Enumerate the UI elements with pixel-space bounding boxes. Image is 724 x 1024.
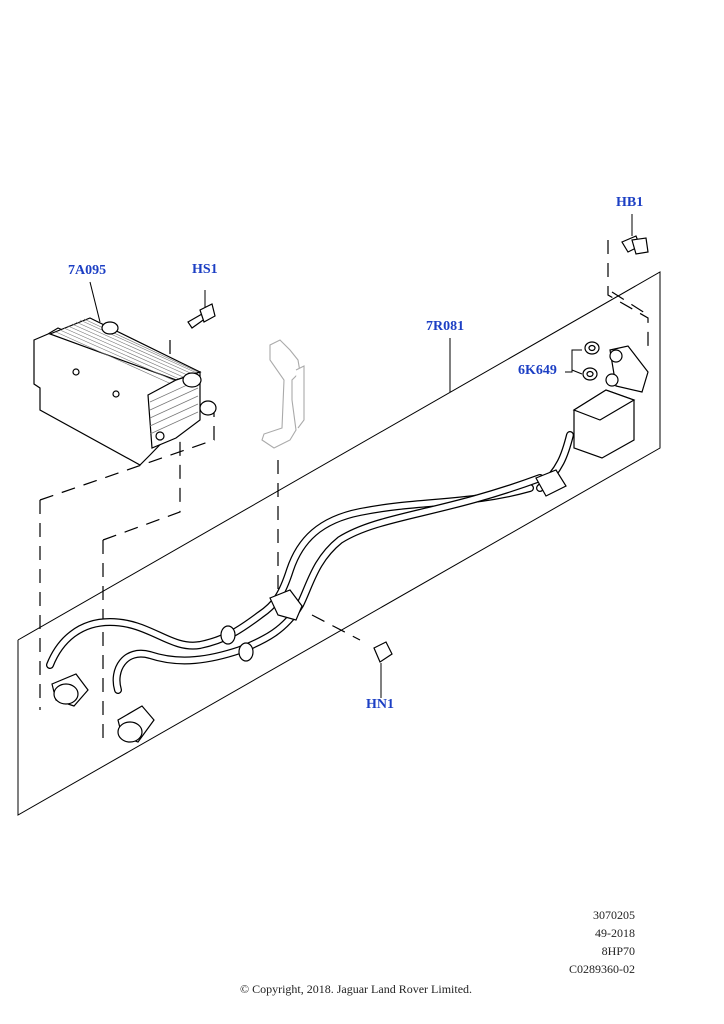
bolt-hs1-part[interactable]	[187, 290, 216, 329]
diagram-reference-3: 8HP70	[601, 944, 635, 958]
bracket-part[interactable]	[261, 339, 305, 449]
oil-cooler-part[interactable]	[33, 317, 217, 466]
callout-7a095[interactable]: 7A095	[68, 263, 107, 278]
nut-hn1-part[interactable]	[373, 641, 393, 698]
pipe-assembly-frame	[17, 271, 661, 816]
diagram-reference-2: 49-2018	[595, 926, 635, 940]
callout-hn1[interactable]: HN1	[366, 697, 394, 712]
cooler-pipes-part[interactable]	[46, 345, 649, 743]
bolt-hb1-part[interactable]	[621, 214, 649, 255]
dashed-leaders	[39, 240, 649, 745]
seals-part[interactable]	[565, 341, 600, 381]
callout-hb1[interactable]: HB1	[616, 195, 644, 210]
diagram-reference-4: C0289360-02	[569, 962, 635, 976]
diagram-reference-1: 3070205	[593, 908, 635, 922]
callout-7r081[interactable]: 7R081	[426, 319, 465, 334]
label-leaders	[89, 281, 451, 392]
callout-6k649[interactable]: 6K649	[518, 363, 557, 378]
copyright-notice: © Copyright, 2018. Jaguar Land Rover Lim…	[239, 982, 473, 996]
callout-hs1[interactable]: HS1	[192, 262, 218, 277]
